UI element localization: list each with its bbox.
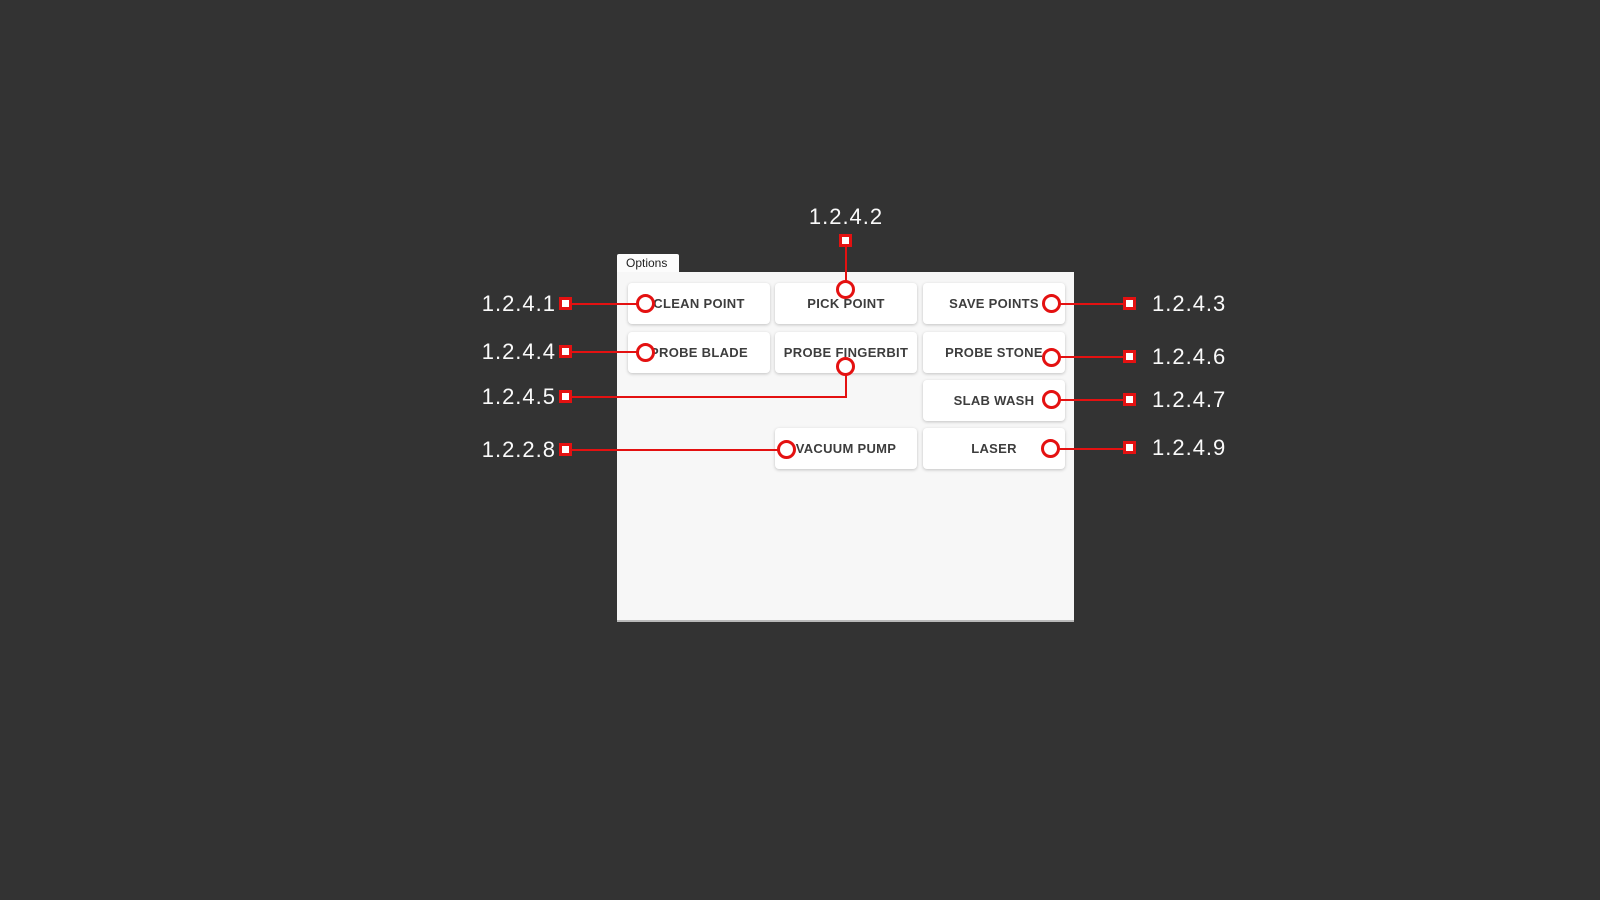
callout-label-1-2-4-7: 1.2.4.7 bbox=[1152, 387, 1227, 412]
callout-line-1-2-4-9 bbox=[1051, 448, 1130, 450]
callout-label-1-2-4-9: 1.2.4.9 bbox=[1152, 435, 1227, 460]
callout-label-1-2-4-3: 1.2.4.3 bbox=[1152, 291, 1227, 316]
vacuum-pump-button[interactable]: VACUUM PUMP bbox=[775, 428, 917, 469]
callout-label-1-2-4-1: 1.2.4.1 bbox=[481, 291, 556, 316]
callout-line-1-2-4-7 bbox=[1052, 399, 1130, 401]
callout-circle-marker-vacuum-pump bbox=[777, 440, 796, 459]
probe-stone-button[interactable]: PROBE STONE bbox=[923, 332, 1065, 373]
callout-circle-marker-probe-blade bbox=[636, 343, 655, 362]
callout-label-1-2-4-4: 1.2.4.4 bbox=[481, 339, 556, 364]
callout-line-1-2-4-5-vertical bbox=[845, 367, 847, 397]
callout-square-marker-1-2-4-2 bbox=[839, 234, 852, 247]
callout-square-marker-1-2-4-3 bbox=[1123, 297, 1136, 310]
callout-circle-marker-slab-wash bbox=[1042, 390, 1061, 409]
callout-line-1-2-4-3 bbox=[1052, 303, 1130, 305]
callout-square-marker-1-2-4-6 bbox=[1123, 350, 1136, 363]
callout-circle-marker-probe-fingerbit bbox=[836, 357, 855, 376]
callout-square-marker-1-2-4-7 bbox=[1123, 393, 1136, 406]
callout-circle-marker-clean-point bbox=[636, 294, 655, 313]
tab-options-label: Options bbox=[626, 256, 668, 270]
callout-label-1-2-4-6: 1.2.4.6 bbox=[1152, 344, 1227, 369]
callout-square-marker-1-2-4-4 bbox=[559, 345, 572, 358]
callout-circle-marker-probe-stone bbox=[1042, 348, 1061, 367]
callout-circle-marker-pick-point bbox=[836, 280, 855, 299]
callout-line-1-2-4-4 bbox=[566, 351, 646, 353]
callout-line-1-2-4-1 bbox=[566, 303, 646, 305]
save-points-button[interactable]: SAVE POINTS bbox=[923, 283, 1065, 324]
callout-square-marker-1-2-4-5 bbox=[559, 390, 572, 403]
callout-line-1-2-4-6 bbox=[1052, 356, 1130, 358]
callout-square-marker-1-2-4-1 bbox=[559, 297, 572, 310]
slab-wash-button[interactable]: SLAB WASH bbox=[923, 380, 1065, 421]
callout-line-1-2-2-8 bbox=[566, 449, 787, 451]
callout-circle-marker-save-points bbox=[1042, 294, 1061, 313]
tab-options[interactable]: Options bbox=[617, 254, 679, 272]
callout-circle-marker-laser bbox=[1041, 439, 1060, 458]
callout-label-1-2-4-2: 1.2.4.2 bbox=[808, 204, 884, 229]
callout-line-1-2-4-5-horizontal bbox=[566, 396, 847, 398]
callout-line-1-2-4-2 bbox=[845, 241, 847, 290]
callout-square-marker-1-2-2-8 bbox=[559, 443, 572, 456]
callout-square-marker-1-2-4-9 bbox=[1123, 441, 1136, 454]
callout-label-1-2-4-5: 1.2.4.5 bbox=[481, 384, 556, 409]
callout-label-1-2-2-8: 1.2.2.8 bbox=[481, 437, 556, 462]
